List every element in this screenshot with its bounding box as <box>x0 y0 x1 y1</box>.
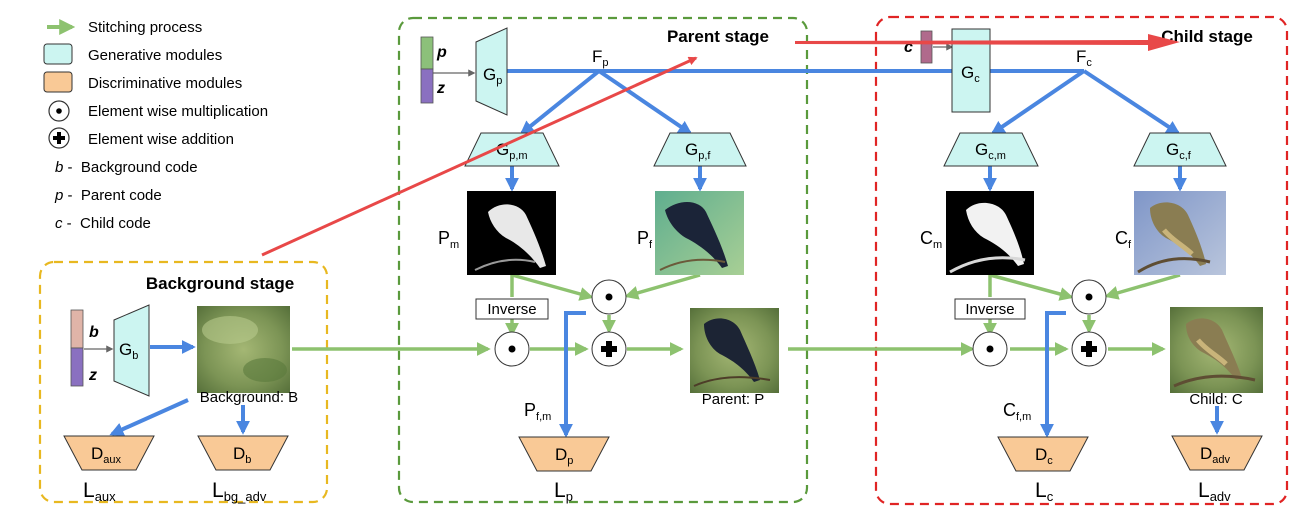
legend: Stitching process Generative modules Dis… <box>43 19 268 232</box>
generator-gp-label: Gp <box>483 65 502 87</box>
discriminator-db-label: Db <box>233 444 251 466</box>
legend-discriminative-swatch <box>43 71 73 93</box>
inverse-box-parent <box>475 298 549 320</box>
loss-laux: Laux <box>83 479 116 504</box>
child-stage-title: Child stage <box>1161 27 1253 46</box>
generator-gpf-label: Gp,f <box>685 140 711 162</box>
legend-code-c: c - Child code <box>55 215 151 232</box>
generator-gc-label: Gc <box>961 63 980 85</box>
mask-pm-label: Pm <box>438 228 459 251</box>
legend-add-label: Element wise addition <box>88 131 234 148</box>
generator-gp <box>475 27 508 116</box>
discriminator-dadv-label: Dadv <box>1200 444 1231 466</box>
background-stage-box <box>38 260 329 504</box>
inverse-box-child <box>954 298 1026 320</box>
feature-fp-label: Fp <box>592 47 609 69</box>
background-caption: Background: B <box>200 389 298 406</box>
annotation-arrows <box>261 34 1180 257</box>
parent-caption: Parent: P <box>702 391 765 408</box>
legend-add-icon <box>48 127 70 149</box>
parent-foreground-image <box>655 191 744 275</box>
discriminator-dc-label: Dc <box>1035 445 1053 467</box>
add-op-parent <box>591 331 627 367</box>
mask-cf-label: Cf <box>1115 228 1132 251</box>
code-label-p: p <box>436 44 447 61</box>
generator-gcf-label: Gc,f <box>1166 140 1192 162</box>
generator-gpf <box>653 132 747 167</box>
code-bar-pz <box>420 36 434 104</box>
discriminator-daux-label: Daux <box>91 444 122 466</box>
legend-discriminative-label: Discriminative modules <box>88 75 242 92</box>
mask-cfm-label: Cf,m <box>1003 400 1031 423</box>
child-foreground-image <box>1134 191 1226 275</box>
loss-lp: Lp <box>554 479 573 504</box>
legend-code-b: b - Background code <box>55 159 198 176</box>
loss-lbg-adv: Lbg_adv <box>212 479 267 504</box>
legend-multiply-icon <box>48 100 70 122</box>
parent-stage-box <box>397 16 809 504</box>
parent-output-image <box>690 308 779 393</box>
generator-gb <box>113 304 150 397</box>
feature-fc-label: Fc <box>1076 47 1092 69</box>
stage-transition-arrow <box>795 34 1180 51</box>
code-label-z-bg: z <box>88 367 97 384</box>
generator-gcm-label: Gc,m <box>975 140 1006 162</box>
multiply-op-parent-left <box>494 331 530 367</box>
feature-flow <box>109 69 1224 438</box>
add-op-child <box>1071 331 1107 367</box>
multiply-op-parent-top <box>591 279 627 315</box>
generator-gcm <box>943 132 1039 167</box>
child-mask-image <box>946 191 1034 275</box>
code-label-z-parent: z <box>436 80 445 97</box>
discriminator-daux <box>63 435 155 471</box>
discriminator-dp <box>518 436 610 472</box>
code-label-c: c <box>904 39 913 56</box>
child-output-image <box>1170 307 1263 393</box>
legend-generative-swatch <box>43 43 73 65</box>
legend-stitch-label: Stitching process <box>88 19 202 36</box>
inverse-label-parent: Inverse <box>487 301 536 318</box>
mask-cm-label: Cm <box>920 228 942 251</box>
legend-code-p: p - Parent code <box>54 187 162 204</box>
mask-pf-label: Pf <box>637 228 653 251</box>
background-image <box>197 306 290 393</box>
multiply-op-child-top <box>1071 279 1107 315</box>
child-stage-box <box>874 15 1289 506</box>
discriminator-db <box>197 435 289 471</box>
multiply-op-child-left <box>972 331 1008 367</box>
child-caption: Child: C <box>1189 391 1243 408</box>
discriminator-dadv <box>1171 435 1263 471</box>
generator-gb-label: Gb <box>119 340 138 362</box>
background-stage-title: Background stage <box>146 274 294 293</box>
mask-pfm-label: Pf,m <box>524 400 551 423</box>
discriminator-dc <box>997 436 1089 472</box>
loss-lc: Lc <box>1035 479 1054 504</box>
parent-mask-image <box>467 191 556 275</box>
code-bar-bz <box>70 309 84 387</box>
loss-ladv: Ladv <box>1198 479 1231 504</box>
parent-stage-title: Parent stage <box>667 27 769 46</box>
discriminator-dp-label: Dp <box>555 445 573 467</box>
generator-gcf <box>1133 132 1227 167</box>
code-label-b: b <box>89 324 99 341</box>
inverse-label-child: Inverse <box>965 301 1014 318</box>
legend-generative-label: Generative modules <box>88 47 222 64</box>
legend-multiply-label: Element wise multiplication <box>88 103 268 120</box>
code-bar-c <box>920 30 933 64</box>
generator-gpm <box>464 132 560 167</box>
